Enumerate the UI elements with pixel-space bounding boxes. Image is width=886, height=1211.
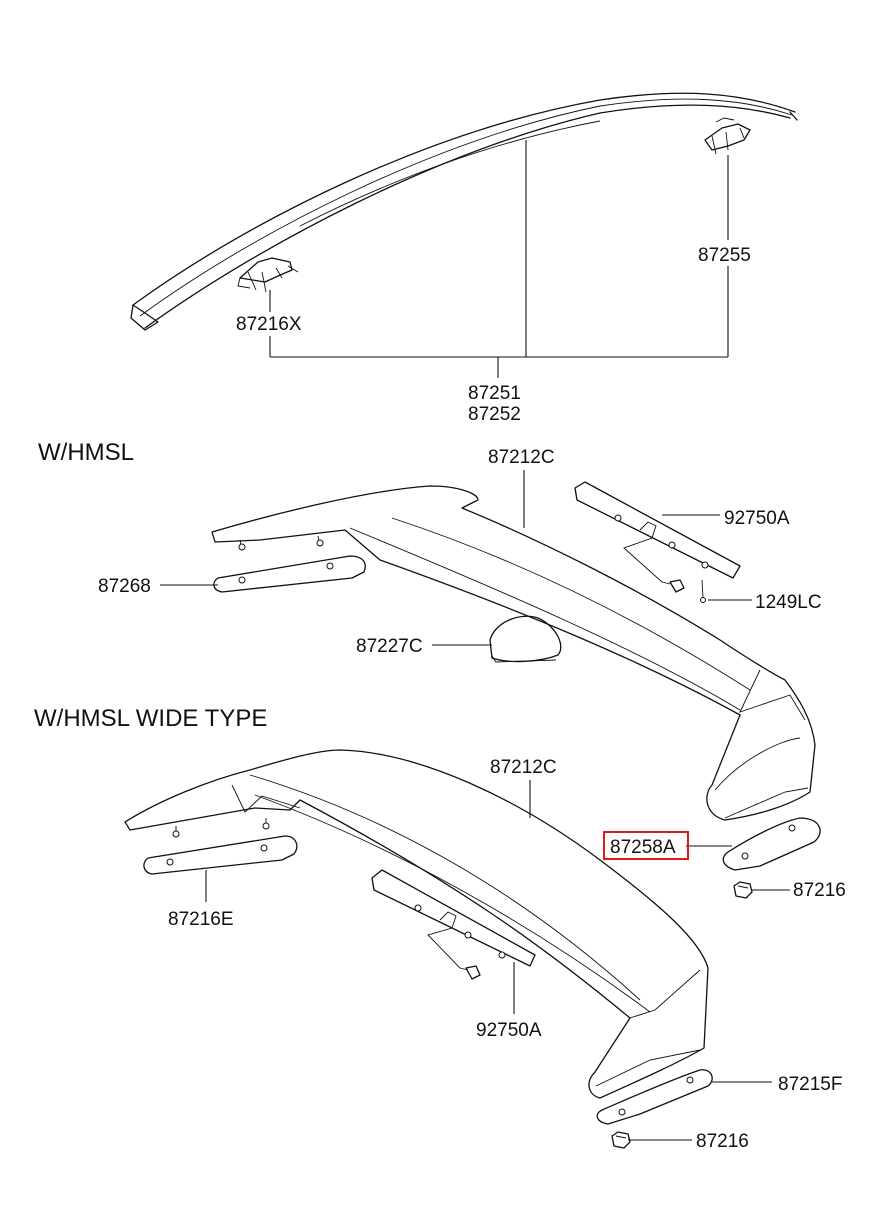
clip-87255 bbox=[704, 117, 751, 155]
label-87255[interactable]: 87255 bbox=[698, 245, 751, 266]
label-87252[interactable]: 87252 bbox=[468, 404, 521, 425]
spoiler-whmsl-wide bbox=[124, 749, 709, 1099]
label-87216x[interactable]: 87216X bbox=[236, 314, 302, 335]
label-87212c-top[interactable]: 87212C bbox=[488, 447, 555, 468]
label-87216-bottom[interactable]: 87216 bbox=[696, 1131, 749, 1152]
lamp-92750a-wide bbox=[371, 869, 536, 980]
whmsl-leaders bbox=[160, 470, 752, 646]
roof-molding bbox=[130, 92, 798, 331]
heading-whmsl: W/HMSL bbox=[38, 439, 134, 466]
label-87212c-wide[interactable]: 87212C bbox=[490, 757, 557, 778]
lamp-92750a-top bbox=[574, 481, 741, 603]
label-87216-top[interactable]: 87216 bbox=[793, 880, 846, 901]
label-87227c[interactable]: 87227C bbox=[356, 636, 423, 657]
label-87258a[interactable]: 87258A bbox=[610, 837, 676, 858]
nut-87216-bottom bbox=[611, 1131, 631, 1149]
top-leaders bbox=[269, 140, 729, 378]
label-1249lc[interactable]: 1249LC bbox=[755, 592, 822, 613]
pad-87215f bbox=[596, 1069, 713, 1125]
label-87215f[interactable]: 87215F bbox=[778, 1074, 842, 1095]
pad-87268 bbox=[213, 555, 366, 593]
wide-leaders bbox=[205, 780, 790, 1141]
label-87251[interactable]: 87251 bbox=[468, 383, 521, 404]
label-92750a-top[interactable]: 92750A bbox=[724, 508, 790, 529]
label-87268[interactable]: 87268 bbox=[98, 576, 151, 597]
label-92750a-wide[interactable]: 92750A bbox=[476, 1020, 542, 1041]
pad-87258a bbox=[722, 817, 821, 871]
spoiler-whmsl bbox=[211, 485, 816, 821]
cover-87227c bbox=[489, 615, 562, 663]
clip-87216x bbox=[237, 257, 299, 293]
highlight-box-87258a bbox=[603, 831, 689, 860]
pad-87216e bbox=[143, 835, 298, 875]
heading-whmsl-wide: W/HMSL WIDE TYPE bbox=[34, 705, 267, 732]
nut-87216-top bbox=[733, 881, 753, 899]
label-87216e[interactable]: 87216E bbox=[168, 909, 234, 930]
